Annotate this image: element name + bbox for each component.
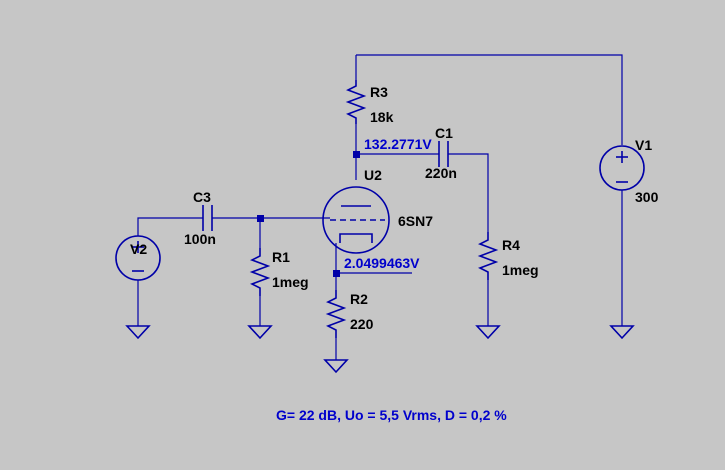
triode-u2[interactable]: [322, 186, 390, 254]
resistor-r1[interactable]: [249, 248, 271, 296]
label-v1-value: 300: [635, 189, 659, 205]
result-annotation: G= 22 dB, Uo = 5,5 Vrms, D = 0,2 %: [276, 407, 507, 423]
resistor-r3[interactable]: [345, 80, 367, 124]
label-r1-value: 1meg: [272, 274, 309, 290]
label-r1-ref: R1: [272, 249, 290, 265]
label-c1-ref: C1: [435, 125, 453, 141]
wire-top-rail: [356, 54, 623, 145]
label-u2-ref: U2: [364, 167, 382, 183]
ground-r4: [475, 325, 501, 340]
voltage-cathode: 2.0499463V: [344, 255, 420, 271]
resistor-r2[interactable]: [325, 290, 347, 338]
label-r3-ref: R3: [370, 84, 388, 100]
voltage-plate: 132.2771V: [364, 136, 432, 152]
label-c1-value: 220n: [425, 165, 457, 181]
wire-c1-to-r4: [448, 153, 489, 232]
ground-r2: [323, 359, 349, 374]
label-u2-value: 6SN7: [398, 213, 433, 229]
label-r2-value: 220: [350, 316, 374, 332]
ground-v2: [125, 325, 151, 340]
label-c3-ref: C3: [193, 189, 211, 205]
label-r3-value: 18k: [370, 109, 394, 125]
ground-v1: [609, 325, 635, 340]
label-r4-value: 1meg: [502, 262, 539, 278]
label-v1-ref: V1: [635, 137, 652, 153]
resistor-r4[interactable]: [477, 232, 499, 280]
wire-v2-to-c3: [137, 217, 203, 236]
node-cathode: [333, 270, 340, 277]
label-v2-ref: V2: [130, 241, 147, 257]
label-c3-value: 100n: [184, 231, 216, 247]
label-r4-ref: R4: [502, 237, 520, 253]
label-r2-ref: R2: [350, 291, 368, 307]
capacitor-c3[interactable]: [202, 205, 213, 231]
ground-r1: [247, 325, 273, 340]
capacitor-c1[interactable]: [438, 141, 449, 167]
